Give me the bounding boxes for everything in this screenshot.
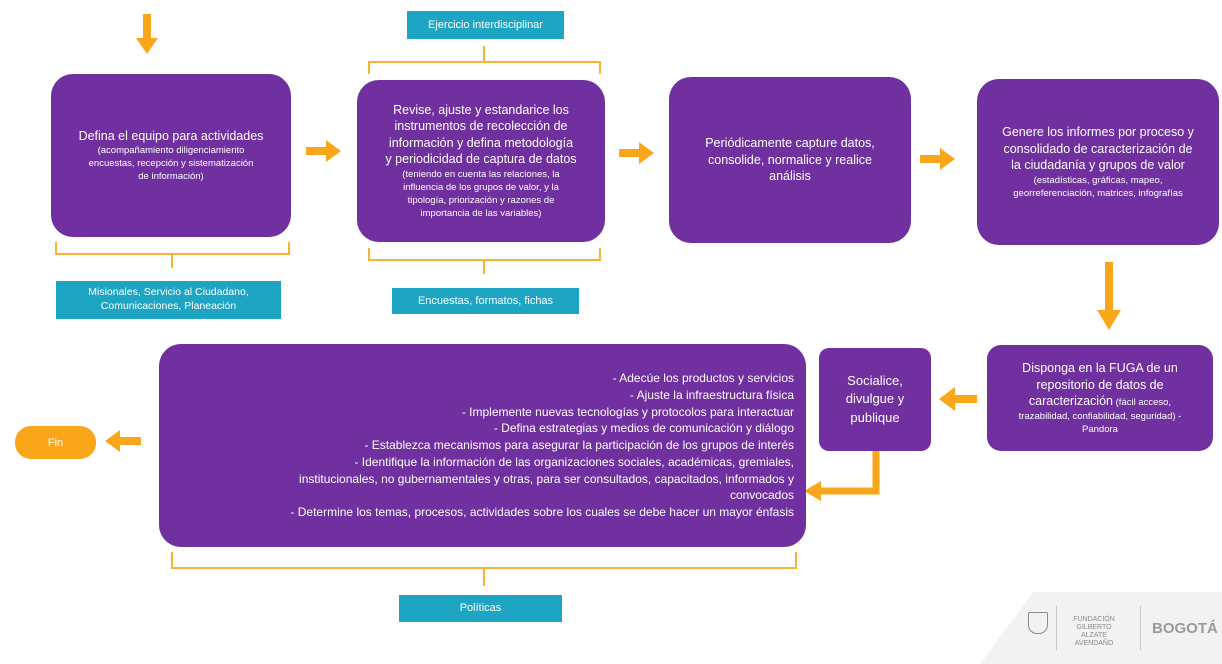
tag-politicas: Políticas <box>399 595 562 622</box>
logo-divider <box>1140 606 1141 650</box>
city-seal-icon <box>1028 612 1048 634</box>
action-organizations-end: convocados <box>729 488 794 503</box>
arrow-step4-to-step5 <box>1097 262 1121 330</box>
step6-title: Socialice, divulgue y publique <box>845 373 905 425</box>
logo-divider <box>1056 606 1057 650</box>
brace-bottom-step1 <box>55 242 290 268</box>
action-participation: - Establezca mecanismos para asegurar la… <box>364 438 794 453</box>
step3-capture-data-box: Periódicamente capture datos, consolide,… <box>669 77 911 243</box>
brace-bottom-step7 <box>171 552 797 586</box>
tag-ejercicio-interdisciplinar: Ejercicio interdisciplinar <box>407 11 564 39</box>
tag-instruments: Encuestas, formatos, fichas <box>392 288 579 314</box>
step5-title: Disponga en la FUGA de un repositorio de… <box>1022 361 1178 409</box>
action-infrastructure: - Ajuste la infraestructura física <box>629 388 794 403</box>
brace-top-step2 <box>368 46 601 74</box>
action-technologies: - Implemente nuevas tecnologías y protoc… <box>461 404 794 419</box>
arrow-step3-to-step4 <box>920 148 955 170</box>
step4-generate-reports-box: Genere los informes por proceso y consol… <box>977 79 1219 245</box>
step1-title: Defina el equipo para actividades <box>78 128 264 143</box>
step1-detail: (acompañamiento diligenciamiento encuest… <box>88 145 254 183</box>
action-organizations: - Identifique la información de las orga… <box>354 454 794 469</box>
step2-standardize-instruments-box: Revise, ajuste y estandarice los instrum… <box>357 80 605 242</box>
foundation-logo: FUNDACIÓN GILBERTO ALZATE AVENDAÑO <box>1073 616 1115 648</box>
action-communication: - Defina estrategias y medios de comunic… <box>493 421 794 436</box>
arrow-step5-to-step6 <box>939 387 977 411</box>
tag-responsible-areas: Misionales, Servicio al Ciudadano, Comun… <box>56 281 281 319</box>
step6-socialize-box: Socialice, divulgue y publique <box>819 348 931 451</box>
arrow-step7-to-fin <box>105 430 141 452</box>
step5-repository-box: Disponga en la FUGA de un repositorio de… <box>987 345 1213 451</box>
bogota-logo: BOGOTÁ <box>1152 620 1218 637</box>
action-emphasis: - Determine los temas, procesos, activid… <box>290 504 794 519</box>
arrow-step1-to-step2 <box>306 140 341 162</box>
step4-title: Genere los informes por proceso y consol… <box>1002 125 1194 173</box>
action-organizations-cont: institucionales, no gubernamentales y ot… <box>299 471 794 486</box>
arrow-step6-to-step7 <box>804 451 880 501</box>
start-arrow <box>136 14 158 54</box>
step1-define-team-box: Defina el equipo para actividades (acomp… <box>51 74 291 237</box>
footer-logos: FUNDACIÓN GILBERTO ALZATE AVENDAÑO BOGOT… <box>980 592 1222 664</box>
arrow-step2-to-step3 <box>619 142 654 164</box>
step5-detail: trazabilidad, confiabilidad, seguridad) … <box>1018 410 1182 435</box>
step2-detail: (teniendo en cuenta las relaciones, la i… <box>402 168 560 220</box>
end-terminal: Fin <box>15 426 96 459</box>
step3-title: Periódicamente capture datos, consolide,… <box>705 136 875 184</box>
step2-title: Revise, ajuste y estandarice los instrum… <box>385 102 577 167</box>
brace-bottom-step2 <box>368 248 601 274</box>
step7-actions-box: - Adecúe los productos y servicios - Aju… <box>159 344 806 547</box>
action-products: - Adecúe los productos y servicios <box>612 371 794 386</box>
step4-detail: (estadísticas, gráficas, mapeo, georrefe… <box>1013 174 1183 199</box>
